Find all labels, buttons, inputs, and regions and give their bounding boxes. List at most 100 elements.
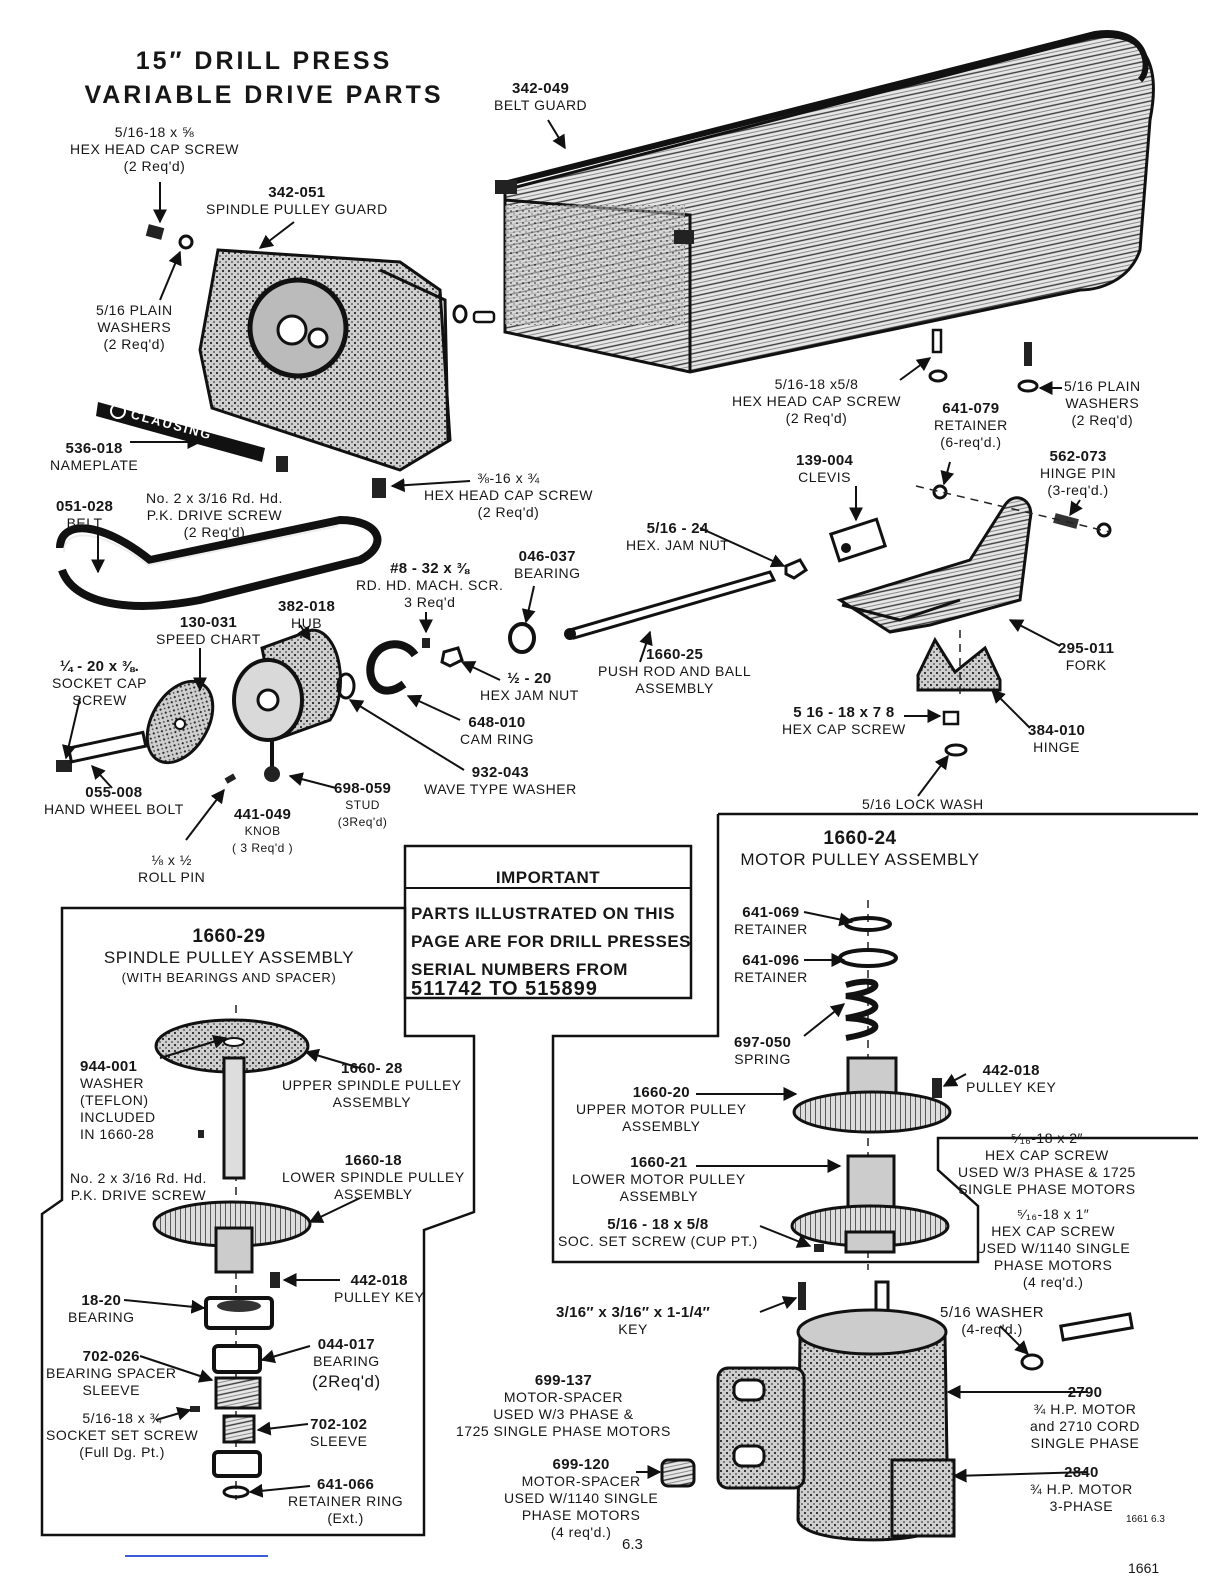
part-number: 051-028 bbox=[56, 498, 114, 515]
label-line: ASSEMBLY bbox=[635, 680, 714, 696]
part-name: RETAINER bbox=[734, 921, 808, 937]
motor-drawing bbox=[660, 1280, 1134, 1542]
label-motor-2790: 2790 ¾ H.P. MOTOR and 2710 CORD SINGLE P… bbox=[1030, 1384, 1140, 1452]
label-line: (Full Dg. Pt.) bbox=[79, 1444, 165, 1460]
label-line: HEX. JAM NUT bbox=[626, 537, 730, 553]
notice-serials: 511742 TO 515899 bbox=[411, 978, 598, 1000]
label-bearing-spacer: 702-026 BEARING SPACER SLEEVE bbox=[46, 1348, 176, 1399]
label-line: SINGLE PHASE bbox=[1030, 1435, 1140, 1451]
label-line: BEARING SPACER bbox=[46, 1365, 177, 1381]
label-line: SOCKET SET SCREW bbox=[46, 1427, 199, 1443]
label-hex-1in: ⁵⁄₁₆-18 x 1″ HEX CAP SCREW USED W/1140 S… bbox=[976, 1206, 1130, 1291]
part-number: 295-011 bbox=[1058, 640, 1115, 657]
label-hex-screw-right: 5/16-18 x5/8 HEX HEAD CAP SCREW (2 Req'd… bbox=[732, 376, 901, 427]
label-line: (4 req'd.) bbox=[1022, 1274, 1084, 1290]
assembly-name: SPINDLE PULLEY ASSEMBLY bbox=[103, 948, 355, 967]
label-teflon-washer: 944-001 WASHER (TEFLON) INCLUDED IN 1660… bbox=[80, 1058, 156, 1143]
part-name: WAVE TYPE WASHER bbox=[424, 781, 577, 797]
label-cam-ring: 648-010 CAM RING bbox=[460, 714, 534, 748]
motor-leaders bbox=[636, 1296, 1089, 1483]
label-hex-cap-78: 5 16 - 18 x 7 8 HEX CAP SCREW bbox=[782, 704, 906, 738]
label-lock-wash: 5/16 LOCK WASH bbox=[862, 796, 984, 813]
part-name: PULLEY KEY bbox=[966, 1079, 1057, 1095]
spindle-assembly-drawing bbox=[152, 1018, 312, 1499]
label-line: 5/16 - 24 bbox=[646, 520, 709, 537]
label-line: KEY bbox=[618, 1321, 648, 1337]
label-line: 5/16 LOCK WASH bbox=[862, 796, 984, 812]
notice-heading: IMPORTANT bbox=[495, 868, 601, 887]
label-hand-wheel-bolt: 055-008 HAND WHEEL BOLT bbox=[44, 784, 184, 818]
label-hex-screw-mid: ⅜-16 x ¾ HEX HEAD CAP SCREW (2 Req'd) bbox=[424, 470, 593, 521]
part-name: SLEEVE bbox=[310, 1433, 368, 1449]
label-line: HEX CAP SCREW bbox=[985, 1147, 1109, 1163]
part-number: 641-096 bbox=[742, 952, 800, 969]
label-line: 5/16 - 18 x 5/8 bbox=[607, 1216, 709, 1233]
label-line: (3-req'd.) bbox=[1047, 482, 1109, 498]
label-line: WASHERS bbox=[1065, 395, 1140, 411]
label-spindle-pulley-key: 442-018 PULLEY KEY bbox=[334, 1272, 424, 1306]
label-hinge: 384-010 HINGE bbox=[1028, 722, 1085, 756]
label-line: 3/16″ x 3/16″ x 1-1/4″ bbox=[556, 1304, 711, 1321]
label-retainer-641096: 641-096 RETAINER bbox=[734, 952, 808, 986]
label-line: 3 Req'd bbox=[404, 594, 456, 610]
label-line: UPPER SPINDLE PULLEY bbox=[282, 1077, 462, 1093]
label-line: HEX CAP SCREW bbox=[991, 1223, 1115, 1239]
label-line: ASSEMBLY bbox=[334, 1186, 413, 1202]
screw-and-washer-top bbox=[145, 224, 496, 324]
label-line: ¼ - 20 x ⅜. bbox=[59, 658, 140, 675]
label-bearing-044: 044-017 BEARING (2Req'd) bbox=[312, 1336, 381, 1394]
label-line: (2 Req'd) bbox=[123, 158, 186, 174]
label-line: SOC. SET SCREW (CUP PT.) bbox=[558, 1233, 758, 1249]
label-jam-nut-516: 5/16 - 24 HEX. JAM NUT bbox=[626, 520, 729, 554]
notice-body: PARTS ILLUSTRATED ON THIS PAGE ARE FOR D… bbox=[411, 900, 691, 1000]
title-line-2: VARIABLE DRIVE PARTS bbox=[84, 81, 444, 109]
label-line: 1725 SINGLE PHASE MOTORS bbox=[456, 1423, 671, 1439]
label-line: (3Req'd) bbox=[337, 815, 388, 829]
label-hub: 382-018 HUB bbox=[278, 598, 335, 632]
speed-chart-drawing bbox=[145, 679, 215, 765]
page-title: 15″ DRILL PRESS VARIABLE DRIVE PARTS bbox=[78, 44, 450, 112]
label-line: USED W/3 PHASE & 1725 bbox=[958, 1164, 1136, 1180]
label-line: LOWER SPINDLE PULLEY bbox=[282, 1169, 465, 1185]
label-line: P.K. DRIVE SCREW bbox=[70, 1187, 207, 1203]
title-line-1: 15″ DRILL PRESS bbox=[135, 47, 393, 75]
label-wave-washer: 932-043 WAVE TYPE WASHER bbox=[424, 764, 577, 798]
label-line: SINGLE PHASE MOTORS bbox=[958, 1181, 1136, 1197]
label-line: (2Req'd) bbox=[312, 1372, 381, 1391]
label-plain-washers-left: 5/16 PLAIN WASHERS (2 Req'd) bbox=[96, 302, 173, 353]
label-knob: 441-049 KNOB ( 3 Req'd ) bbox=[232, 806, 293, 857]
label-line: ¾ H.P. MOTOR bbox=[1033, 1401, 1137, 1417]
leader-lines bbox=[62, 119, 1083, 841]
label-hinge-pin: 562-073 HINGE PIN (3-req'd.) bbox=[1040, 448, 1116, 499]
belt-guard-drawing bbox=[495, 30, 1155, 374]
part-number: 698-059 bbox=[334, 780, 392, 797]
label-line: #8 - 32 x ⅜ bbox=[390, 560, 470, 577]
label-bearing-1820: 18-20 BEARING bbox=[68, 1292, 135, 1326]
label-line: (2 Req'd) bbox=[477, 504, 540, 520]
part-name: NAMEPLATE bbox=[50, 457, 139, 473]
important-notice: IMPORTANT PARTS ILLUSTRATED ON THIS PAGE… bbox=[405, 846, 691, 1000]
assembly-number: 1660-24 bbox=[823, 828, 897, 849]
part-number: 699-137 bbox=[534, 1372, 592, 1389]
label-line: ¾ H.P. MOTOR bbox=[1030, 1481, 1133, 1497]
right-hardware-drawing bbox=[928, 328, 1112, 757]
label-retainer-ring: 641-066 RETAINER RING (Ext.) bbox=[288, 1476, 403, 1527]
spindle-assembly-title: 1660-29 SPINDLE PULLEY ASSEMBLY (WITH BE… bbox=[98, 926, 360, 988]
label-line: SCREW bbox=[72, 692, 127, 708]
part-name: PULLEY KEY bbox=[334, 1289, 425, 1305]
label-nameplate: 536-018 NAMEPLATE bbox=[50, 440, 138, 474]
page-code-small: 1661 6.3 bbox=[1126, 1514, 1165, 1525]
part-number: 2840 bbox=[1064, 1464, 1099, 1481]
label-retainer-641069: 641-069 RETAINER bbox=[734, 904, 808, 938]
label-belt-guard: 342-049 BELT GUARD bbox=[494, 80, 587, 114]
label-line: IN 1660-28 bbox=[80, 1126, 155, 1142]
motor-assembly-frame bbox=[551, 812, 1198, 1264]
part-name: HUB bbox=[291, 615, 323, 631]
cam-ring-drawing bbox=[336, 640, 419, 700]
part-number: 382-018 bbox=[278, 598, 336, 615]
part-name: SPRING bbox=[734, 1051, 791, 1067]
notice-line: PAGE ARE FOR DRILL PRESSES bbox=[411, 932, 692, 951]
part-number: 1660-25 bbox=[646, 646, 704, 663]
label-line: 5/16-18 x ⅝ bbox=[114, 124, 195, 140]
label-line: BEARING bbox=[313, 1353, 380, 1369]
